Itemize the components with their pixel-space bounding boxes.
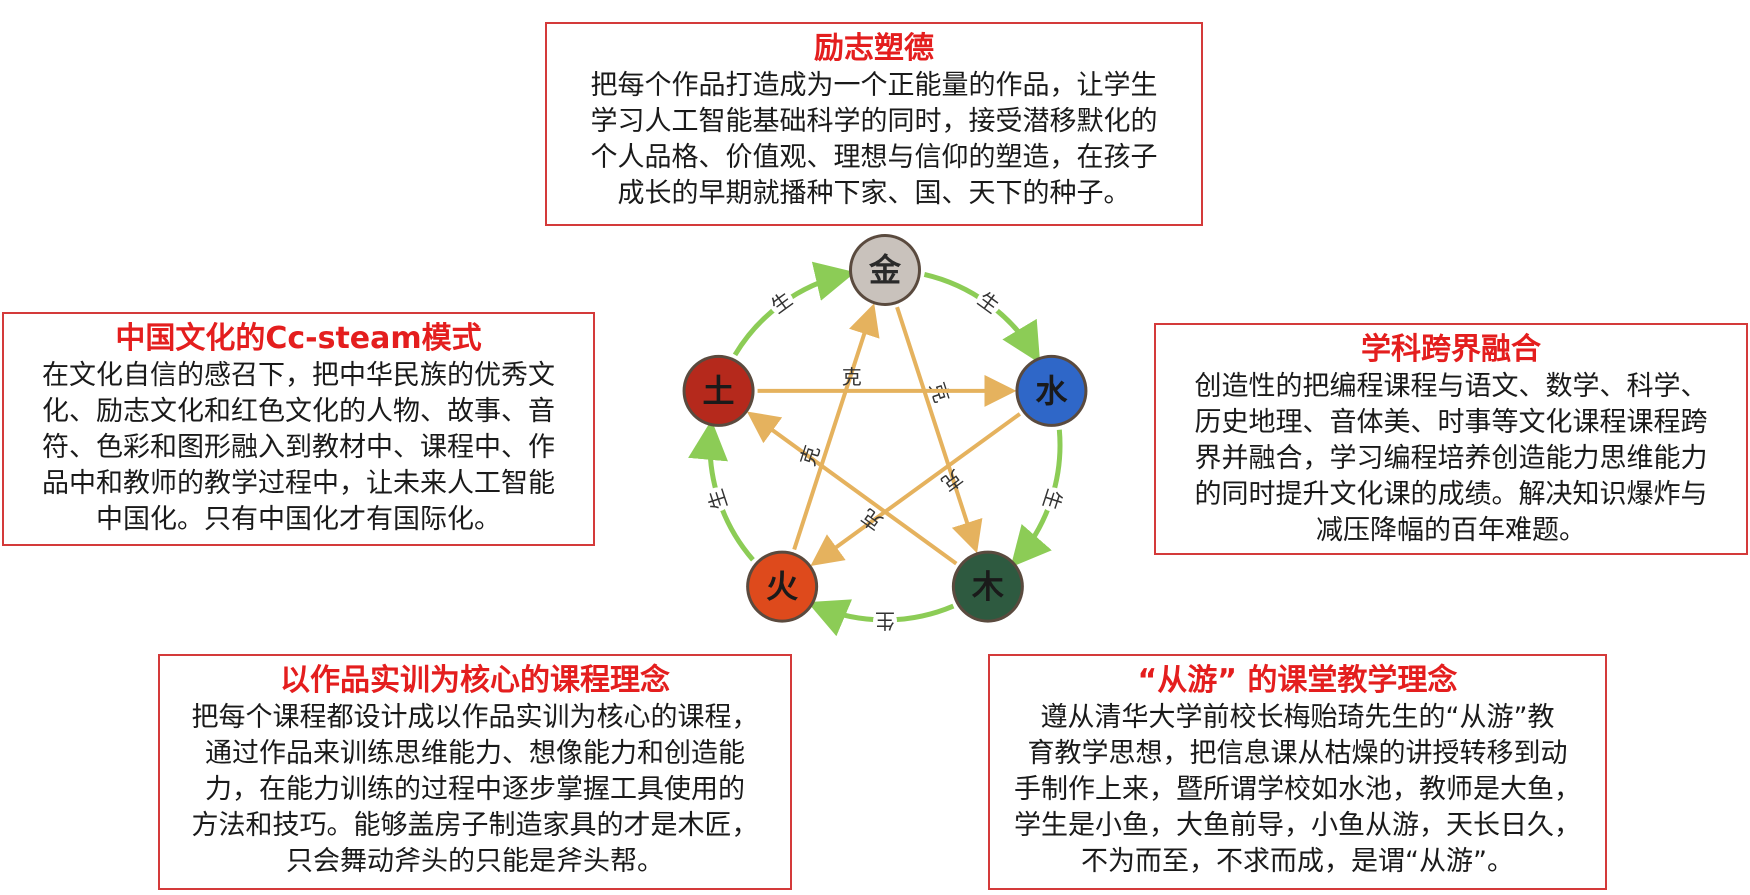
node-glyph: 水 xyxy=(1035,372,1068,410)
node-glyph: 木 xyxy=(971,568,1004,606)
box-line: 中国化。只有中国化才有国际化。 xyxy=(96,504,501,535)
node-glyph: 金 xyxy=(868,251,902,289)
box-body: 创造性的把编程课程与语文、数学、科学、 历史地理、音体美、时事等文化课程课程跨 … xyxy=(1166,369,1736,549)
node-wood: 木 xyxy=(951,550,1024,623)
box-interdisciplinary: 学科跨界融合 创造性的把编程课程与语文、数学、科学、 历史地理、音体美、时事等文… xyxy=(1154,323,1748,555)
box-body: 把每个课程都设计成以作品实训为核心的课程， 通过作品来训练思维能力、想像能力和创… xyxy=(170,700,780,880)
node-fire: 火 xyxy=(746,550,819,623)
generate-arrow xyxy=(923,272,1041,364)
node-disc xyxy=(685,357,752,424)
box-line: 的同时提升文化课的成绩。解决知识爆炸与 xyxy=(1194,479,1708,510)
box-title: 中国文化的Cc-steam模式 xyxy=(115,321,482,356)
box-line: 个人品格、价值观、理想与信仰的塑造，在孩子 xyxy=(590,142,1158,173)
box-title: 励志塑德 xyxy=(814,31,934,66)
generate-label: 生 xyxy=(703,486,732,512)
box-chinese-culture: 中国文化的Cc-steam模式 在文化自信的感召下，把中华民族的优秀文 化、励志… xyxy=(2,312,595,546)
box-line: 减压降幅的百年难题。 xyxy=(1316,515,1586,546)
box-line: 创造性的把编程课程与语文、数学、科学、 xyxy=(1194,371,1708,402)
box-line: 界并融合，学习编程培养创造能力思维能力 xyxy=(1194,443,1708,474)
node-water: 水 xyxy=(1015,354,1088,427)
box-line: 成长的早期就播种下家、国、天下的种子。 xyxy=(617,178,1131,209)
node-glyph: 火 xyxy=(766,568,798,606)
box-line: 学习人工智能基础科学的同时，接受潜移默化的 xyxy=(590,106,1158,137)
generate-label-bg xyxy=(769,290,794,315)
generate-label: 生 xyxy=(1038,486,1067,512)
box-body: 把每个作品打造成为一个正能量的作品，让学生 学习人工智能基础科学的同时，接受潜移… xyxy=(557,68,1191,212)
box-line: 学生是小鱼，大鱼前导，小鱼从游，天长日久， xyxy=(1014,810,1581,841)
generate-label-bg xyxy=(1040,487,1065,512)
node-glyph: 土 xyxy=(703,372,735,410)
box-line: 在文化自信的感召下，把中华民族的优秀文 xyxy=(42,360,555,391)
box-title: 学科跨界融合 xyxy=(1361,332,1541,367)
generate-label: 生 xyxy=(875,609,895,633)
box-line: 化、励志文化和红色文化的人物、故事、音 xyxy=(42,396,555,427)
node-metal: 金 xyxy=(849,234,921,306)
box-body: 遵从清华大学前校长梅贻琦先生的“从游”教 育教学思想，把信息课从枯燥的讲授转移到… xyxy=(1000,700,1595,880)
box-moral-education: 励志塑德 把每个作品打造成为一个正能量的作品，让学生 学习人工智能基础科学的同时… xyxy=(545,22,1203,226)
overcome-arrow xyxy=(746,411,958,566)
box-line: 品中和教师的教学过程中，让未来人工智能 xyxy=(42,468,555,499)
box-line: 历史地理、音体美、时事等文化课程课程跨 xyxy=(1194,407,1708,438)
box-line: 只会舞动斧头的只能是斧头帮。 xyxy=(286,846,664,877)
box-line: 把每个课程都设计成以作品实训为核心的课程， xyxy=(191,702,759,733)
box-title: 以作品实训为核心的课程理念 xyxy=(280,663,670,698)
node-disc xyxy=(852,237,918,303)
overcome-arrow xyxy=(792,303,880,551)
overcome-arrow xyxy=(895,306,983,554)
node-disc xyxy=(1018,357,1085,424)
generate-label-bg xyxy=(873,609,897,633)
box-title: “从游” 的课堂教学理念 xyxy=(1137,663,1458,698)
generate-label-bg xyxy=(976,290,1001,315)
box-line: 把每个作品打造成为一个正能量的作品，让学生 xyxy=(590,70,1158,101)
box-project-training: 以作品实训为核心的课程理念 把每个课程都设计成以作品实训为核心的课程， 通过作品… xyxy=(158,654,792,890)
node-disc xyxy=(954,553,1021,620)
box-line: 力，在能力训练的过程中逐步掌握工具使用的 xyxy=(205,774,745,805)
box-line: 通过作品来训练思维能力、想像能力和创造能 xyxy=(205,738,745,769)
box-line: 不为而至，不求而成，是谓“从游”。 xyxy=(1081,846,1514,877)
box-line: 手制作上来，暨所谓学校如水池，教师是大鱼， xyxy=(1014,774,1581,805)
box-line: 遵从清华大学前校长梅贻琦先生的“从游”教 xyxy=(1040,702,1555,733)
node-disc xyxy=(749,553,816,620)
box-line: 育教学思想，把信息课从枯燥的讲授转移到动 xyxy=(1027,738,1568,769)
box-line: 方法和技巧。能够盖房子制造家具的才是木匠， xyxy=(191,810,759,841)
box-congyou-teaching: “从游” 的课堂教学理念 遵从清华大学前校长梅贻琦先生的“从游”教 育教学思想，… xyxy=(988,654,1607,890)
generate-label-bg xyxy=(705,487,730,512)
overcome-arrow xyxy=(810,412,1022,567)
box-body: 在文化自信的感召下，把中华民族的优秀文 化、励志文化和红色文化的人物、故事、音 … xyxy=(14,358,583,538)
overcome-label: 克 xyxy=(842,365,862,389)
node-earth: 土 xyxy=(682,354,755,427)
generate-arrow xyxy=(732,261,856,357)
box-line: 符、色彩和图形融入到教材中、课程中、作 xyxy=(42,432,555,463)
